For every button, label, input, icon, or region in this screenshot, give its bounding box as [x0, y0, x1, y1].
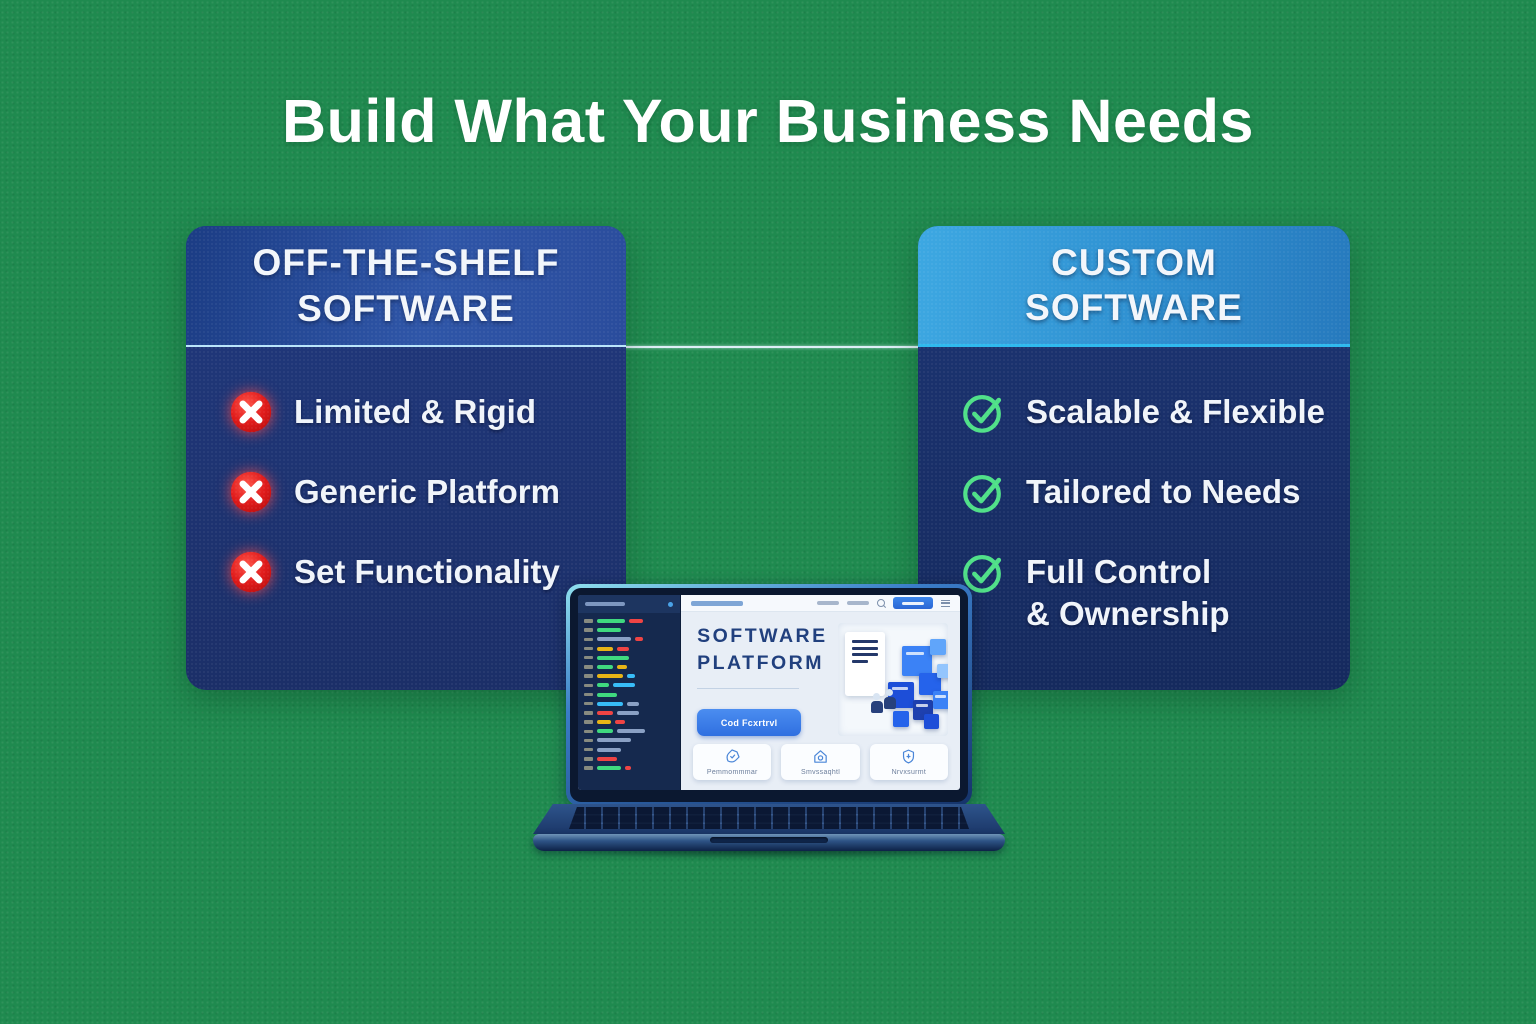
laptop-bezel: SOFTWARE PLATFORM Cod Fcxrtrvl	[570, 588, 968, 802]
feature-card-label: Nrvxsurmt	[891, 769, 927, 777]
code-line	[584, 637, 674, 642]
item-label: Full Control& Ownership	[1026, 553, 1230, 633]
code-editor-dot-icon	[668, 601, 674, 607]
home-icon	[814, 750, 827, 763]
site-navbar	[681, 595, 960, 613]
item-label: Generic Platform	[294, 473, 560, 510]
off-the-shelf-title-line1: OFF-THE-SHELF	[252, 242, 560, 284]
custom-title-line1: CUSTOM	[1051, 241, 1217, 283]
code-line	[584, 738, 674, 743]
laptop-keyboard	[569, 807, 969, 829]
list-item: Limited & Rigid	[228, 389, 626, 435]
check-circle-icon	[963, 555, 1002, 593]
code-editor-panel	[578, 595, 682, 790]
feature-card-label: Pemmommmar	[706, 769, 758, 777]
check-circle-icon	[963, 475, 1002, 513]
feature-card: Smvssaqhtl	[781, 744, 860, 780]
x-circle-icon	[230, 391, 272, 433]
shield-icon	[903, 749, 915, 764]
off-the-shelf-card-header: OFF-THE-SHELF SOFTWARE	[186, 226, 626, 347]
custom-item-list: Scalable & Flexible Tailored to Needs Fu…	[918, 347, 1350, 635]
list-item: Set Functionality	[228, 549, 626, 595]
code-editor-title-bar	[585, 602, 625, 606]
x-circle-icon	[230, 471, 272, 513]
illustration-cube	[932, 691, 948, 710]
illustration-cube	[923, 713, 939, 729]
website-mock: SOFTWARE PLATFORM Cod Fcxrtrvl	[681, 595, 960, 790]
person-figure	[870, 693, 883, 714]
custom-software-card: CUSTOM SOFTWARE Scalable & Flexible Tail…	[918, 226, 1350, 690]
site-heading: SOFTWARE PLATFORM	[697, 625, 828, 674]
page-title: Build What Your Business Needs	[282, 87, 1254, 155]
hero-cta-button: Cod Fcxrtrvl	[697, 709, 802, 737]
hero-divider	[697, 688, 799, 690]
feature-card: Pemmommmar	[693, 744, 772, 780]
illustration-cube	[919, 673, 942, 695]
illustration-cube	[930, 639, 947, 656]
illustration-cube	[936, 663, 948, 678]
code-lines	[578, 613, 680, 790]
search-icon	[877, 599, 885, 608]
code-line	[584, 720, 674, 725]
feature-card-label: Smvssaqhtl	[800, 769, 841, 777]
list-item: Tailored to Needs	[960, 469, 1350, 515]
hero-illustration	[837, 623, 948, 737]
connector-line	[620, 346, 922, 348]
code-editor-header	[578, 595, 681, 613]
badge-check-icon	[726, 749, 740, 763]
code-line	[584, 674, 674, 679]
nav-link-bar	[817, 601, 839, 606]
person-figure	[883, 688, 896, 709]
illustration-cube	[901, 645, 932, 676]
off-the-shelf-card: OFF-THE-SHELF SOFTWARE Limited & Rigid G…	[186, 226, 626, 690]
code-line	[584, 692, 674, 697]
feature-card-row: Pemmommmar Smvssaqhtl	[681, 742, 960, 790]
code-line	[584, 664, 674, 669]
list-item: Full Control& Ownership	[960, 549, 1350, 635]
check-circle-icon	[963, 395, 1002, 433]
code-line	[584, 655, 674, 660]
nav-cta-button	[893, 597, 933, 610]
code-line	[584, 628, 674, 633]
code-line	[584, 766, 674, 770]
off-the-shelf-item-list: Limited & Rigid Generic Platform Set Fun…	[186, 347, 626, 595]
site-hero: SOFTWARE PLATFORM Cod Fcxrtrvl	[681, 612, 960, 742]
list-item: Generic Platform	[228, 469, 626, 515]
laptop: SOFTWARE PLATFORM Cod Fcxrtrvl	[533, 584, 1005, 860]
code-line	[584, 756, 674, 761]
site-logo	[691, 600, 744, 606]
item-label: Tailored to Needs	[1026, 473, 1301, 510]
item-label: Scalable & Flexible	[1026, 393, 1325, 430]
code-line	[584, 710, 674, 715]
item-label: Set Functionality	[294, 553, 560, 590]
menu-icon	[941, 599, 950, 607]
custom-software-card-header: CUSTOM SOFTWARE	[918, 226, 1350, 347]
code-line	[584, 747, 674, 752]
laptop-bottom-edge	[533, 834, 1005, 851]
list-item: Scalable & Flexible	[960, 389, 1350, 435]
laptop-screen: SOFTWARE PLATFORM Cod Fcxrtrvl	[578, 595, 960, 790]
code-line	[584, 646, 674, 651]
illustration-document-panel	[845, 632, 886, 696]
item-label: Limited & Rigid	[294, 393, 536, 430]
laptop-base	[533, 804, 1005, 834]
code-line	[584, 619, 674, 623]
code-line	[584, 701, 674, 706]
feature-card: Nrvxsurmt	[869, 744, 949, 780]
nav-link-bar	[847, 601, 869, 606]
code-line	[584, 729, 674, 734]
off-the-shelf-title-line2: SOFTWARE	[297, 287, 515, 329]
illustration-cube	[892, 711, 909, 728]
laptop-trackpad	[710, 837, 828, 843]
custom-title-line2: SOFTWARE	[1025, 287, 1243, 328]
laptop-lid: SOFTWARE PLATFORM Cod Fcxrtrvl	[566, 584, 972, 806]
code-line	[584, 683, 674, 688]
x-circle-icon	[230, 551, 272, 593]
